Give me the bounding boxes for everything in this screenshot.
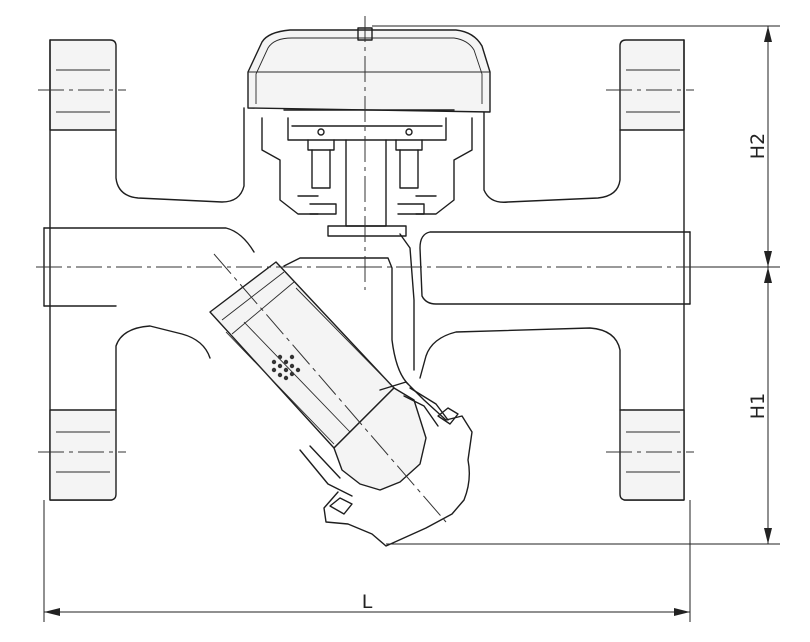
screen-perforation-icon	[271, 354, 301, 381]
dimension-H	[372, 25, 780, 545]
strainer-branch	[209, 253, 473, 547]
dimension-label-H1: H1	[747, 393, 769, 419]
dimension-L	[43, 500, 691, 622]
dimension-label-L: L	[362, 591, 373, 613]
left-flange	[38, 39, 126, 501]
bonnet-cap	[247, 27, 491, 237]
right-flange	[606, 39, 694, 501]
dimension-label-H2: H2	[747, 133, 769, 159]
